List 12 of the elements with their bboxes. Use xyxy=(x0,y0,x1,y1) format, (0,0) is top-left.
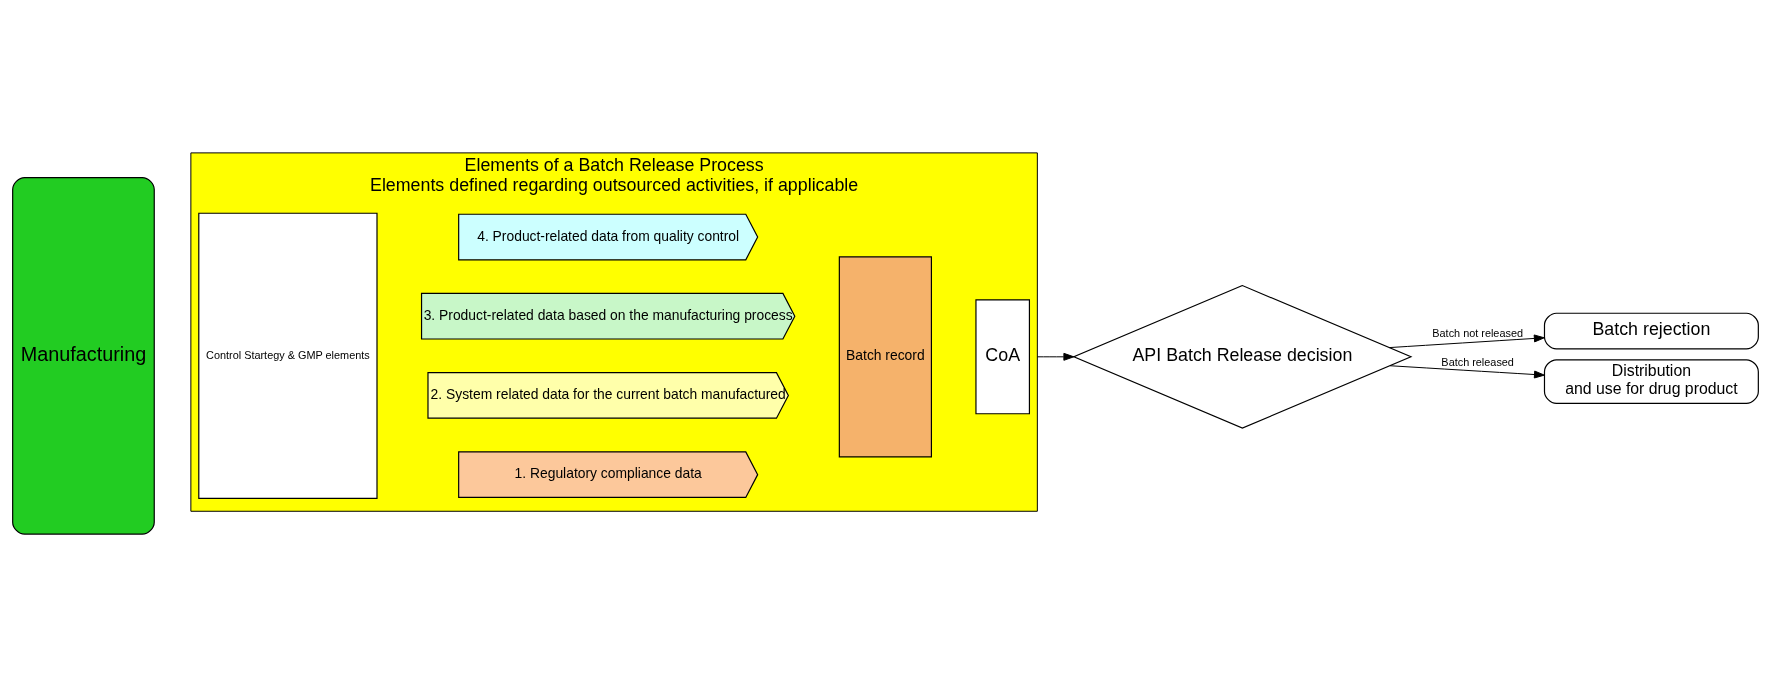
node-box: Control Startegy & GMP elements xyxy=(198,212,378,499)
node-diamond: API Batch Release decision xyxy=(1072,284,1413,429)
edge-label: Batch released xyxy=(1441,355,1514,368)
arrow xyxy=(1388,333,1545,348)
edge-label: Batch not released xyxy=(1432,326,1523,339)
node-box: Batch record xyxy=(838,255,932,457)
node-box: CoA xyxy=(975,298,1030,414)
node-box: Batch rejection xyxy=(1543,312,1759,349)
node-box: Distribution and use for drug product xyxy=(1543,358,1759,404)
arrow xyxy=(1389,364,1545,378)
node-box: Manufacturing xyxy=(12,176,155,535)
arrow xyxy=(1036,352,1075,361)
